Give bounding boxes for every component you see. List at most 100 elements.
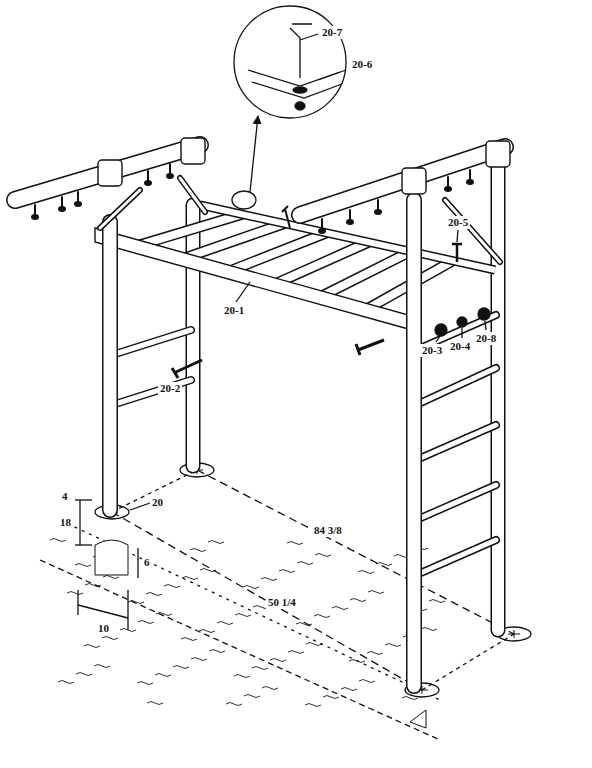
bolt — [321, 219, 323, 229]
stake — [410, 710, 426, 728]
callout-number: 10 — [96, 622, 111, 635]
side-rung — [112, 380, 191, 405]
ground-texture — [243, 586, 259, 589]
post-fill — [492, 160, 504, 630]
bolt — [377, 200, 379, 210]
nut — [374, 209, 382, 215]
ground-texture — [279, 570, 295, 573]
post — [186, 205, 201, 466]
screw — [282, 206, 290, 228]
leader-line — [236, 282, 250, 302]
ground-texture — [209, 650, 225, 653]
ground-texture — [84, 645, 100, 648]
ground-texture — [190, 549, 206, 552]
detail-rail — [248, 70, 342, 98]
top-bar — [15, 145, 200, 200]
bolt — [356, 340, 384, 355]
ground-texture — [164, 585, 180, 588]
ground-texture — [208, 541, 224, 544]
ground-texture — [350, 599, 366, 602]
ground-edge — [40, 560, 440, 740]
ground-texture — [323, 696, 339, 699]
washer-nut — [435, 324, 447, 336]
ground-texture — [181, 638, 197, 641]
top-bar — [300, 147, 505, 215]
post-fill — [187, 205, 199, 466]
dimension-line — [112, 470, 197, 512]
ground-texture — [297, 562, 313, 565]
detail-target — [232, 191, 256, 209]
top-bar-fill — [300, 147, 505, 215]
ground-texture — [50, 539, 66, 542]
nut — [31, 214, 39, 220]
washer-nut — [478, 308, 490, 320]
side-rung-fill — [112, 380, 191, 405]
side-rung-fill — [416, 425, 496, 460]
post-fill — [408, 200, 421, 686]
ground-texture — [137, 682, 153, 685]
ground-texture — [287, 542, 303, 545]
callout-number: 20-6 — [350, 58, 374, 71]
dimension-line — [75, 544, 92, 545]
bolt — [169, 164, 171, 174]
callout-number: 84 3/8 — [312, 524, 344, 537]
detail-leader — [250, 116, 258, 192]
ground-texture — [315, 554, 331, 557]
brace-fill — [180, 178, 205, 212]
nut — [58, 206, 66, 212]
ground-texture — [58, 681, 74, 684]
dimension-line — [78, 605, 128, 618]
callout-number: 6 — [142, 556, 152, 569]
ground-texture — [262, 687, 278, 690]
side-rung-fill — [416, 540, 496, 575]
nut — [466, 179, 474, 185]
callout-number: 20-8 — [474, 332, 498, 345]
ground-texture — [421, 628, 437, 631]
post — [102, 222, 118, 510]
nut — [346, 219, 354, 225]
post — [491, 160, 506, 630]
dimension-line — [112, 512, 422, 690]
ground-texture — [261, 578, 277, 581]
dimension-line — [197, 470, 514, 634]
ground-texture — [75, 564, 91, 567]
bolt — [172, 360, 202, 378]
post-fill — [104, 222, 117, 510]
ground-texture — [173, 666, 189, 669]
fitting — [181, 138, 205, 164]
ground-texture — [367, 652, 383, 655]
nut — [74, 201, 82, 207]
ground-texture — [138, 621, 154, 624]
ground-texture — [235, 614, 251, 617]
ladder-rail — [95, 228, 412, 330]
brace — [445, 200, 500, 262]
ladder-rail — [200, 205, 495, 270]
ground-texture — [146, 593, 162, 596]
callout-number: 20-4 — [448, 340, 472, 353]
dimension-line — [137, 548, 138, 578]
ground-texture — [306, 643, 322, 646]
detail-bolt — [290, 24, 312, 78]
ground-texture — [155, 674, 171, 677]
callout-number: 4 — [60, 490, 70, 503]
callout-number: 20 — [150, 496, 165, 509]
fitting — [98, 160, 122, 186]
callout-number: 20-7 — [320, 26, 344, 39]
callout-number: 20-3 — [420, 344, 444, 357]
callout-number: 50 1/4 — [266, 596, 298, 609]
ground-texture — [217, 622, 233, 625]
bolt — [447, 177, 449, 187]
brace — [180, 178, 205, 212]
dimension-line — [75, 499, 92, 500]
leader-line — [300, 34, 318, 40]
leader-line — [485, 321, 486, 330]
ground-texture — [305, 704, 321, 707]
ground-texture — [429, 600, 445, 603]
side-rung-fill — [416, 368, 496, 405]
ground-texture — [385, 644, 401, 647]
footing-hole — [95, 540, 128, 575]
fitting — [486, 141, 510, 167]
leader-line — [461, 328, 462, 338]
side-rung — [416, 485, 496, 520]
